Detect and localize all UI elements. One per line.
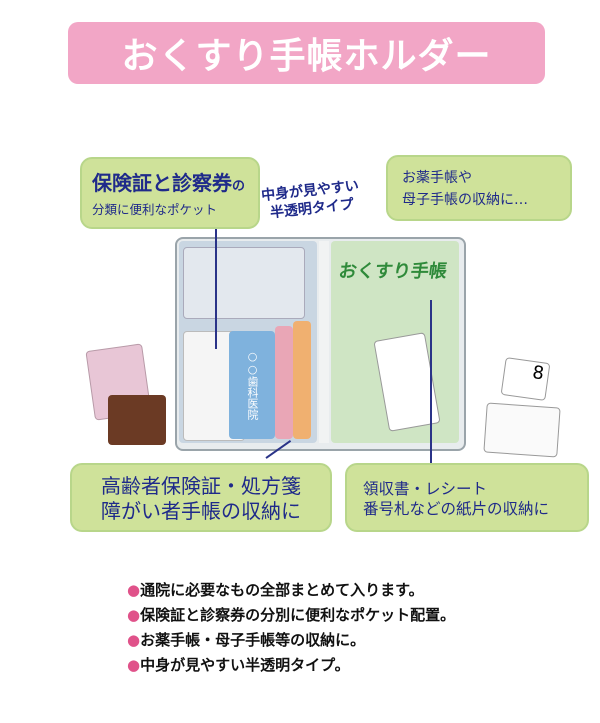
consultation-card-pink	[275, 326, 293, 439]
feature-text: 保険証と診察券の分別に便利なポケット配置。	[140, 606, 456, 624]
feature-item: ●中身が見やすい半透明タイプ。	[127, 656, 350, 674]
callout-line1: 領収書・レシート	[363, 480, 488, 498]
callout-line2: 障がい者手帳の収納に	[101, 499, 301, 523]
callout-line1: 高齢者保険証・処方箋	[101, 474, 301, 498]
right-panel: おくすり手帳	[331, 241, 459, 443]
number-ticket-illustration: 8	[500, 357, 551, 401]
callout-card-pockets: 保険証と診察券の 分類に便利なポケット	[80, 157, 260, 229]
callout-main: 保険証と診察券	[92, 171, 232, 195]
pointer-line	[215, 229, 217, 349]
feature-text: 中身が見やすい半透明タイプ。	[140, 656, 350, 674]
card-text: ○○歯科医院	[246, 350, 259, 420]
callout-notebook: お薬手帳や 母子手帳の収納に…	[386, 155, 572, 221]
insurance-card	[183, 247, 305, 319]
feature-list: ●通院に必要なもの全部まとめて入ります。 ●保険証と診察券の分別に便利なポケット…	[127, 578, 455, 678]
feature-text: 通院に必要なもの全部まとめて入ります。	[140, 581, 424, 599]
feature-item: ●保険証と診察券の分別に便利なポケット配置。	[127, 606, 456, 624]
callout-line2: 番号札などの紙片の収納に	[363, 500, 550, 518]
feature-text: お薬手帳・母子手帳等の収納に。	[140, 631, 366, 649]
consultation-card-blue: ○○歯科医院	[229, 331, 275, 439]
callout-suffix: の	[232, 179, 246, 194]
consultation-card-orange	[293, 321, 311, 439]
callout-receipts: 領収書・レシート 番号札などの紙片の収納に	[345, 463, 589, 532]
callout-line1: お薬手帳や	[402, 170, 472, 186]
brown-booklet-illustration	[108, 395, 166, 445]
receipt-illustration	[483, 402, 561, 458]
prescription-slot	[319, 241, 329, 443]
callout-elderly-card: 高齢者保険証・処方箋 障がい者手帳の収納に	[70, 463, 332, 532]
left-panel: ○○歯科医院	[179, 241, 317, 443]
booklet-title: おくすり手帳	[337, 261, 449, 282]
translucent-tagline: 中身が見やすい 半透明タイプ	[260, 177, 361, 223]
feature-item: ●通院に必要なもの全部まとめて入ります。	[127, 581, 424, 599]
callout-sub: 分類に便利なポケット	[92, 202, 218, 217]
holder-illustration: ○○歯科医院 おくすり手帳	[175, 237, 466, 451]
title-banner: おくすり手帳ホルダー	[68, 22, 545, 84]
feature-item: ●お薬手帳・母子手帳等の収納に。	[127, 631, 366, 649]
pointer-line	[430, 300, 432, 465]
callout-line2: 母子手帳の収納に…	[402, 192, 528, 208]
